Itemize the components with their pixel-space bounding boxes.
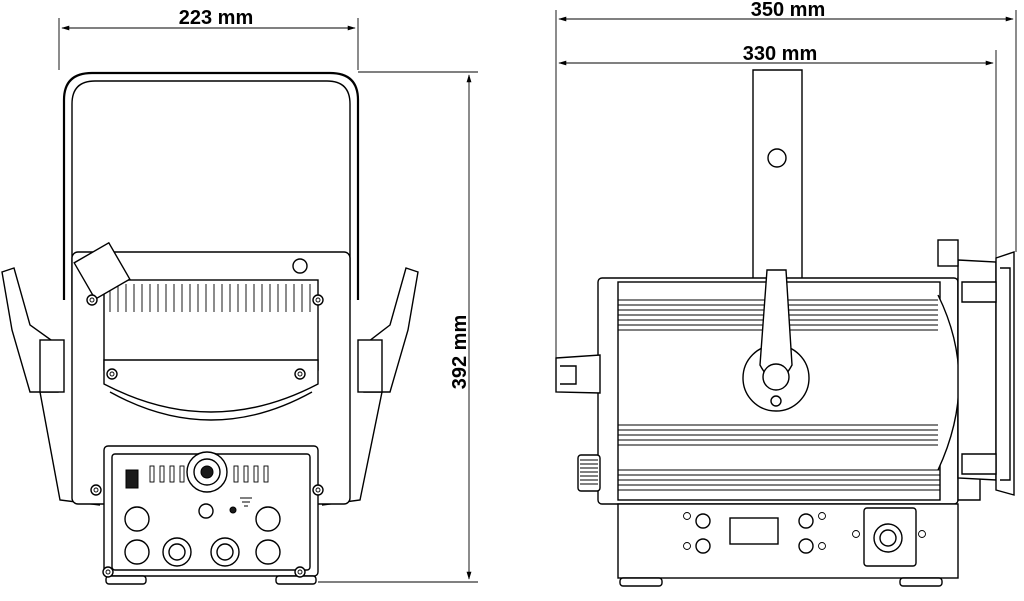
- height-label: 392 mm: [449, 315, 471, 390]
- front-view: [1, 71, 419, 585]
- side-view: [555, 69, 1015, 587]
- front-width-dimension: 223 mm: [58, 7, 359, 70]
- front-width-label: 223 mm: [179, 7, 254, 29]
- length-no-barndoor-dimension: 330 mm: [558, 43, 997, 258]
- length-with-barndoor-label: 350 mm: [751, 0, 826, 21]
- length-no-barndoor-label: 330 mm: [743, 43, 818, 65]
- height-dimension: 392 mm: [318, 71, 478, 583]
- length-with-barndoor-dimension: 350 mm: [555, 0, 1017, 360]
